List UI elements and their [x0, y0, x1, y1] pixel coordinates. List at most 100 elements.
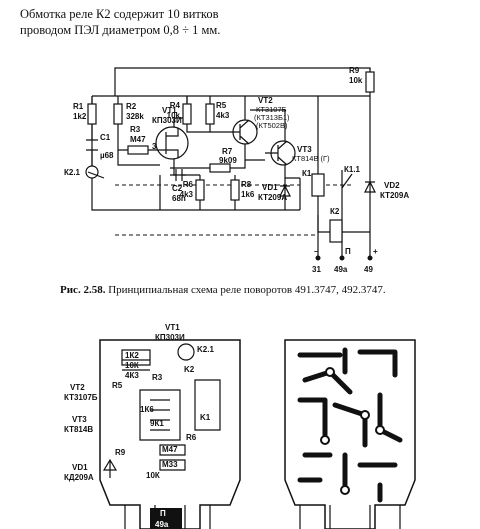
board-part-10k-b: 10К	[146, 471, 160, 480]
transistor-vt3: VT3 КТ814В (Г)	[265, 140, 330, 166]
r7-value: 9k09	[219, 156, 237, 165]
board-vt2-label: VT2	[70, 383, 85, 392]
r2-value: 328k	[126, 112, 144, 121]
vt1-label: VT1	[162, 106, 177, 115]
vt2-alt-1: (КТ313Б1)	[254, 113, 290, 122]
board-part-1k6: 1К6	[140, 405, 154, 414]
board-pin-49a: 49а	[155, 520, 169, 529]
resistor-r1: R1 1k2	[73, 102, 97, 125]
winding-note: Обмотка реле К2 содержит 10 витков прово…	[20, 6, 320, 38]
board-part-k2: K2	[184, 365, 195, 374]
vd2-type: КТ209А	[380, 191, 409, 200]
r2-label: R2	[126, 102, 137, 111]
terminal-49-label: 49	[364, 265, 373, 274]
resistor-r3: R3 M47	[127, 125, 149, 155]
pcb-component-side: П 49а 1К2 10К 4К3 R3 R5 1К6 9К1 M47 M33 …	[99, 339, 241, 529]
r1-label: R1	[73, 102, 84, 111]
r3-label: R3	[130, 125, 141, 134]
terminal-31-label: 31	[312, 265, 321, 274]
pin-3-label: 3	[152, 142, 157, 151]
figure-caption-label: Рис. 2.58.	[60, 284, 106, 296]
r8-value: 1k6	[241, 190, 255, 199]
terminals: – П + 31 49а 49	[312, 247, 378, 274]
pcb-trace-side	[284, 339, 416, 529]
capacitor-c1: C1 µ68	[86, 133, 114, 160]
board-part-1k2: 1К2	[125, 351, 139, 360]
relay-k21-contact: К2.1	[64, 165, 105, 179]
terminal-31-mark: –	[314, 247, 319, 256]
resistor-r5: R5 4k3	[205, 101, 230, 125]
board-part-m47: M47	[162, 445, 178, 454]
winding-note-line-1: Обмотка реле К2 содержит 10 витков	[20, 7, 219, 21]
relay-k11-contact: К1.1	[341, 165, 361, 189]
board-vd1-label: VD1	[72, 463, 88, 472]
diode-vd2: VD2 КТ209А	[364, 180, 409, 200]
board-part-10k: 10К	[125, 361, 139, 370]
capacitor-c2: C2 68n	[170, 169, 186, 203]
winding-note-line-2: проводом ПЭЛ диаметром 0,8 ÷ 1 мм.	[20, 23, 221, 37]
board-part-9k1: 9К1	[150, 419, 164, 428]
terminal-49-mark: +	[373, 247, 378, 256]
vt3-type: КТ814В (Г)	[292, 154, 330, 163]
r6-value: 4k3	[180, 190, 194, 199]
resistor-r4: R4 10k	[167, 101, 192, 125]
r7-label: R7	[222, 147, 233, 156]
vd1-type: КТ209А	[258, 193, 287, 202]
r9-value: 10k	[349, 76, 363, 85]
transistor-vt2: VT2 КТ3107Б (КТ313Б1) (КТ502В)	[228, 96, 290, 145]
board-part-4k3: 4К3	[125, 371, 139, 380]
diode-vd1: VD1 КТ209А	[258, 183, 291, 202]
resistor-r7: R7 9k09	[209, 147, 237, 173]
board-part-r5: R5	[112, 381, 123, 390]
vt2-label: VT2	[258, 96, 273, 105]
transistor-vt1: VT1 КП303И 3	[150, 106, 189, 160]
k11-label: К1.1	[344, 165, 361, 174]
resistor-r6: R6 4k3	[180, 179, 205, 201]
figure-caption-text: Принципиальная схема реле поворотов 491.…	[108, 284, 386, 296]
k2-label: К2	[330, 207, 340, 216]
c1-value: µ68	[100, 151, 114, 160]
vt2-type: КТ3107Б	[256, 105, 287, 114]
resistor-r2: R2 328k	[113, 102, 144, 125]
c2-label: C2	[172, 184, 183, 193]
board-part-r9: R9	[115, 448, 126, 457]
board-vt1-type: КП303И	[155, 333, 185, 342]
terminal-49a-mark: П	[345, 247, 351, 256]
vd1-label: VD1	[262, 183, 278, 192]
board-part-r3: R3	[152, 373, 163, 382]
board-vt2-type: КТ3107Б	[64, 393, 98, 402]
vt1-type: КП303И	[152, 116, 182, 125]
k21-label: К2.1	[64, 168, 81, 177]
c2-value: 68n	[172, 194, 186, 203]
r5-label: R5	[216, 101, 227, 110]
relay-k2-coil: К2	[329, 207, 343, 243]
board-vt1-label: VT1	[165, 323, 180, 332]
board-k21-label: K2.1	[197, 345, 214, 354]
r9-label: R9	[349, 66, 360, 75]
k1-label: К1	[302, 169, 312, 178]
figure-caption: Рис. 2.58. Принципиальная схема реле пов…	[60, 284, 460, 296]
board-part-k1: K1	[200, 413, 211, 422]
board-vt3-type: КТ814В	[64, 425, 93, 434]
board-vt3-label: VT3	[72, 415, 87, 424]
resistor-r9: R9 10k	[349, 66, 375, 93]
r1-value: 1k2	[73, 112, 87, 121]
r3-value: M47	[130, 135, 146, 144]
board-pin-p: П	[160, 509, 166, 518]
r5-value: 4k3	[216, 111, 230, 120]
vd2-label: VD2	[384, 181, 400, 190]
r4-label: R4	[170, 101, 181, 110]
resistor-r8: R8 1k6	[230, 179, 255, 201]
r6-label: R6	[183, 180, 194, 189]
vt2-alt-2: (КТ502В)	[256, 121, 288, 130]
board-vd1-type: КД209А	[64, 473, 94, 482]
board-part-m33: M33	[162, 460, 178, 469]
c1-label: C1	[100, 133, 111, 142]
relay-k1-coil: К1	[302, 169, 325, 197]
vt3-label: VT3	[297, 145, 312, 154]
board-part-r6: R6	[186, 433, 197, 442]
r8-label: R8	[241, 180, 252, 189]
terminal-49a-label: 49а	[334, 265, 348, 274]
r4-value: 10k	[167, 111, 181, 120]
